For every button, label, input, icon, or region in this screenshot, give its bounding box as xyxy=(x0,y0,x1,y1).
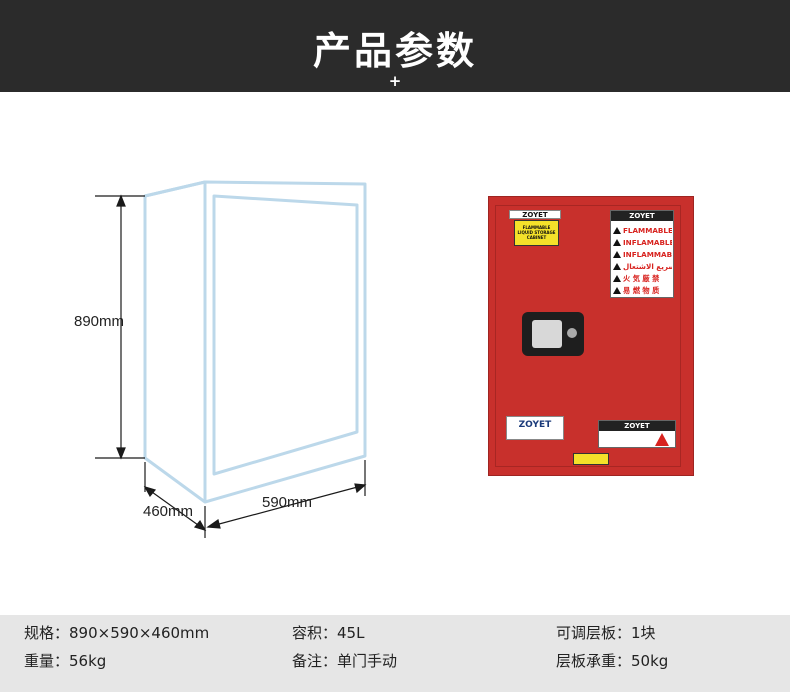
hazard-row: INFLAMABLE xyxy=(613,236,673,247)
warning-label: FLAMMABLE LIQUID STORAGE CABINET xyxy=(514,220,559,246)
spec-shelf-load: 层板承重：50kg xyxy=(556,652,669,670)
arrow-right-icon xyxy=(193,519,207,531)
hazard-row: FLAMMABLE xyxy=(613,224,673,235)
spec-weight: 重量：56kg xyxy=(24,652,107,670)
keyhole-icon xyxy=(567,328,577,338)
hazard-row: 火 気 厳 禁 xyxy=(613,272,673,283)
fire-warning-icon xyxy=(613,262,621,270)
width-dimension-line xyxy=(207,484,366,528)
header-banner: 产品参数 + xyxy=(0,0,790,92)
bottom-sign-brand: ZOYET xyxy=(599,421,675,431)
fire-warning-icon xyxy=(613,274,621,282)
arrow-down-icon xyxy=(116,447,126,460)
depth-label: 460mm xyxy=(143,503,194,520)
width-label: 590mm xyxy=(262,494,313,511)
cabinet-outline-top-edge xyxy=(144,180,206,198)
hazard-panel: ZOYET FLAMMABLE INFLAMABLE INFLAMMABLE س… xyxy=(610,210,674,298)
spec-size: 规格：890×590×460mm xyxy=(24,624,210,642)
fire-warning-icon xyxy=(613,238,621,246)
plus-icon: + xyxy=(388,72,402,90)
logo-plate-top: ZOYET xyxy=(509,210,561,219)
spec-adjustable-shelf: 可调层板：1块 xyxy=(556,624,656,642)
cabinet-door xyxy=(495,205,681,467)
spec-remark: 备注：单门手动 xyxy=(292,652,398,670)
door-handle xyxy=(522,312,584,356)
logo-plate-bottom: ZOYET xyxy=(506,416,564,440)
hazard-row: سريع الاشتعال xyxy=(613,260,673,271)
spec-table: 规格：890×590×460mm 容积：45L 可调层板：1块 重量：56kg … xyxy=(0,615,790,692)
fire-warning-icon xyxy=(613,286,621,294)
cabinet-outline-body xyxy=(143,180,367,504)
warning-stripe xyxy=(573,453,609,465)
cabinet-outline-drawing xyxy=(95,180,367,538)
flame-warning-icon xyxy=(655,433,669,446)
arrow-up-icon xyxy=(116,194,126,207)
page-title: 产品参数 xyxy=(312,29,477,73)
fire-warning-icon xyxy=(613,250,621,258)
arrow-right-icon xyxy=(354,483,367,494)
hazard-row: INFLAMMABLE xyxy=(613,248,673,259)
warning-label-text: FLAMMABLE LIQUID STORAGE CABINET xyxy=(517,225,556,240)
bottom-hazard-sign: ZOYET xyxy=(598,420,676,448)
brand-logo: ZOYET xyxy=(518,420,552,430)
arrow-left-icon xyxy=(206,519,221,529)
hazard-row: 易 燃 物 质 xyxy=(613,284,673,295)
height-label: 890mm xyxy=(74,313,125,330)
handle-latch xyxy=(532,320,562,348)
cabinet-outline-door xyxy=(212,194,359,476)
spec-volume: 容积：45L xyxy=(292,624,365,642)
depth-dimension-line xyxy=(144,486,206,531)
fire-warning-icon xyxy=(613,226,621,234)
brand-logo: ZOYET xyxy=(522,211,548,219)
arrow-left-icon xyxy=(143,486,157,498)
hazard-panel-brand: ZOYET xyxy=(611,211,673,221)
